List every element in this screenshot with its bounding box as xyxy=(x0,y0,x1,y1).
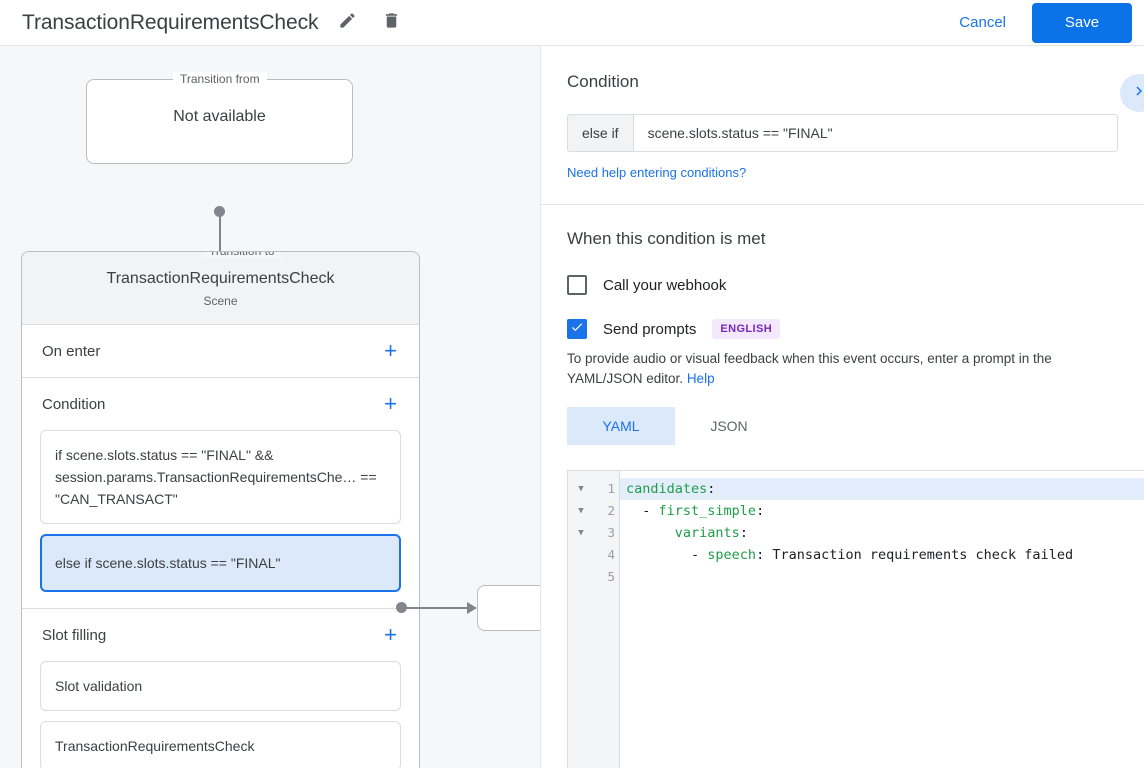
line-number: 2 xyxy=(607,503,615,518)
fold-toggle-icon[interactable]: ▼ xyxy=(578,484,584,494)
code-line[interactable]: variants: xyxy=(674,525,748,541)
transition-from-value: Not available xyxy=(173,108,266,125)
when-condition-met-heading: When this condition is met xyxy=(567,229,766,248)
fold-spacer xyxy=(568,544,594,566)
details-panel: Condition else if scene.slots.status == … xyxy=(540,46,1144,768)
chevron-right-icon xyxy=(1130,82,1144,105)
connector-line-vertical xyxy=(219,212,221,260)
transition-from-legend: Transition from xyxy=(173,72,267,86)
edit-title-button[interactable] xyxy=(332,8,362,38)
scene-header[interactable]: TransactionRequirementsCheck Scene xyxy=(22,252,419,325)
list-item[interactable]: if scene.slots.status == "FINAL" && sess… xyxy=(40,430,401,524)
send-prompts-checkbox[interactable] xyxy=(567,319,587,339)
code-line[interactable]: - first_simple: xyxy=(642,503,765,519)
when-condition-met-section: When this condition is met Call your web… xyxy=(541,205,1144,445)
fold-toggle-icon[interactable]: ▼ xyxy=(578,528,584,538)
page-title: TransactionRequirementsCheck xyxy=(22,10,319,34)
line-number: 4 xyxy=(607,547,615,562)
section-condition: Condition + if scene.slots.status == "FI… xyxy=(22,378,419,609)
condition-heading: Condition xyxy=(567,72,639,91)
fold-toggle-icon[interactable]: ▼ xyxy=(578,506,584,516)
webhook-checkbox[interactable] xyxy=(567,275,587,295)
tab-json[interactable]: JSON xyxy=(710,418,748,434)
cancel-button[interactable]: Cancel xyxy=(947,6,1018,39)
list-item[interactable]: else if scene.slots.status == "FINAL" xyxy=(40,534,401,592)
section-title-on-enter: On enter xyxy=(42,342,101,360)
expand-panel-button[interactable] xyxy=(1120,74,1144,112)
editor-line-numbers: 1 2 3 4 5 xyxy=(594,471,620,768)
condition-list: if scene.slots.status == "FINAL" && sess… xyxy=(22,430,419,608)
editor-code-area[interactable]: candidates: - first_simple: variants: - … xyxy=(620,471,1144,768)
transition-from-box: Transition from Not available xyxy=(86,72,353,164)
scene-name: TransactionRequirementsCheck xyxy=(106,270,335,287)
line-number: 1 xyxy=(607,481,615,496)
condition-help-link[interactable]: Need help entering conditions? xyxy=(567,165,747,180)
condition-expression-input[interactable]: scene.slots.status == "FINAL" xyxy=(647,125,833,141)
editor-fold-gutter: ▼ ▼ ▼ xyxy=(568,471,594,768)
add-condition-button[interactable]: + xyxy=(384,391,397,416)
send-prompts-checkbox-row[interactable]: Send prompts ENGLISH xyxy=(567,319,1118,339)
send-prompts-label: Send prompts xyxy=(603,320,697,338)
section-title-slot-filling: Slot filling xyxy=(42,626,107,644)
delete-button[interactable] xyxy=(376,8,406,38)
connector-arrow-right xyxy=(467,602,477,614)
tab-yaml[interactable]: YAML xyxy=(567,407,675,445)
section-header-slot-filling: Slot filling + xyxy=(22,609,419,661)
scene-subtitle: Scene xyxy=(203,294,238,308)
yaml-code-editor[interactable]: ▼ ▼ ▼ 1 2 3 4 5 candidates: - first_simple: va… xyxy=(567,470,1144,768)
add-slot-filling-button[interactable]: + xyxy=(384,622,397,647)
add-on-enter-button[interactable]: + xyxy=(384,338,397,363)
list-item[interactable]: Slot validation xyxy=(40,661,401,711)
connector-dot-top xyxy=(214,206,225,217)
trash-icon xyxy=(382,11,401,35)
transition-to-legend: Transition to xyxy=(202,252,282,258)
language-badge: ENGLISH xyxy=(712,319,781,339)
prompts-help-link[interactable]: Help xyxy=(686,371,715,386)
list-item[interactable]: TransactionRequirementsCheck xyxy=(40,721,401,768)
condition-input-row[interactable]: else if scene.slots.status == "FINAL" xyxy=(567,114,1118,152)
checkmark-icon xyxy=(570,320,584,339)
section-on-enter: On enter + xyxy=(22,325,419,378)
app-header: TransactionRequirementsCheck Cancel Save xyxy=(0,0,1144,46)
condition-section: Condition else if scene.slots.status == … xyxy=(541,46,1144,205)
next-node-box[interactable] xyxy=(477,585,540,631)
editor-format-tabs: YAML JSON xyxy=(567,407,1118,445)
slot-filling-list: Slot validation TransactionRequirementsC… xyxy=(22,661,419,768)
webhook-label: Call your webhook xyxy=(603,276,727,294)
section-header-condition: Condition + xyxy=(22,378,419,430)
prompts-description-text: To provide audio or visual feedback when… xyxy=(567,351,1052,386)
prompts-description: To provide audio or visual feedback when… xyxy=(567,349,1118,389)
fold-spacer xyxy=(568,566,594,588)
webhook-checkbox-row[interactable]: Call your webhook xyxy=(567,275,1118,295)
connector-dot-outgoing xyxy=(396,602,407,613)
flow-canvas: Transition from Not available Transition… xyxy=(0,46,540,768)
save-button[interactable]: Save xyxy=(1032,2,1132,43)
code-line[interactable]: - speech: Transaction requirements check… xyxy=(691,547,1074,563)
condition-prefix-label: else if xyxy=(568,115,634,151)
section-slot-filling: Slot filling + Slot validation Transacti… xyxy=(22,609,419,768)
transition-to-card: Transition to TransactionRequirementsChe… xyxy=(21,251,420,768)
line-number: 3 xyxy=(607,525,615,540)
connector-line-horizontal xyxy=(405,607,471,609)
code-line[interactable] xyxy=(620,566,1144,588)
section-header-on-enter: On enter + xyxy=(22,325,419,377)
pencil-icon xyxy=(338,11,357,35)
line-number: 5 xyxy=(607,569,615,584)
code-line[interactable]: candidates: xyxy=(620,478,1144,500)
section-title-condition: Condition xyxy=(42,395,106,413)
